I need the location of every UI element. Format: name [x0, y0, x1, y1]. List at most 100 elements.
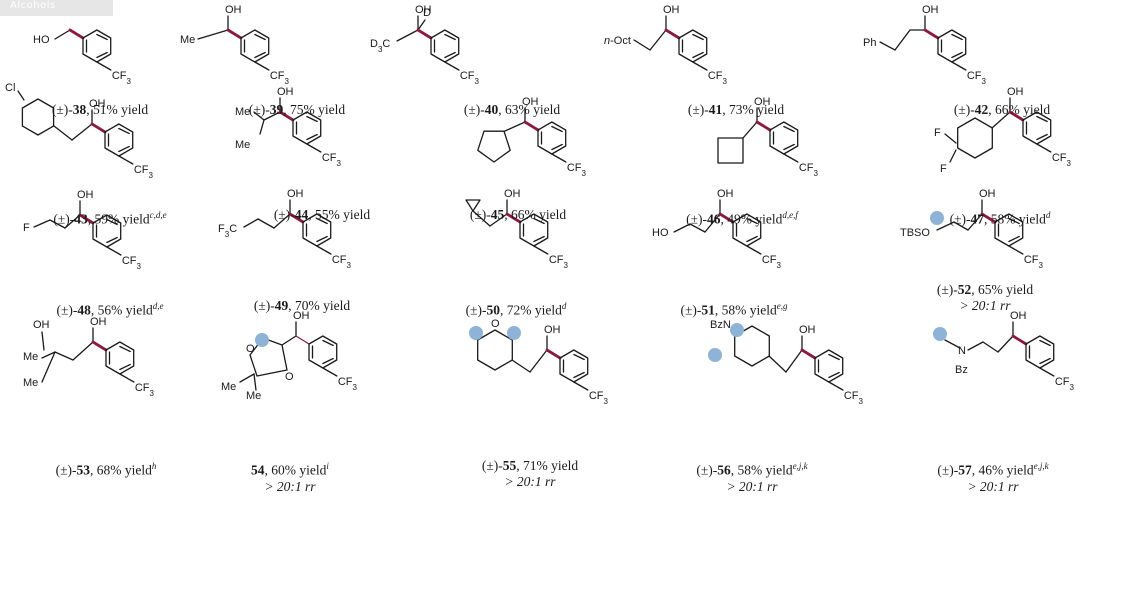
- functionalization-site-marker: [469, 326, 483, 340]
- aryl-ring: [732, 213, 762, 247]
- aryl-ring: [537, 121, 567, 155]
- highlighted-c-c-bond: [980, 212, 997, 224]
- bond: [489, 213, 508, 227]
- footnote-markers: d: [1045, 210, 1051, 220]
- bond-to-cf3: [1008, 245, 1024, 255]
- bond: [239, 373, 255, 383]
- bond: [243, 218, 259, 228]
- bond-to-cf3: [322, 367, 338, 377]
- hydroxyl-label: OH: [1010, 310, 1027, 322]
- bond: [417, 19, 426, 31]
- bond: [704, 213, 721, 233]
- cf3-label: CF3: [135, 382, 155, 398]
- regioselectivity-ratio: > 20:1 rr: [264, 478, 316, 494]
- compound-caption: (±)-41, 73% yield: [636, 102, 836, 118]
- fluoro-label: F: [940, 163, 947, 175]
- highlighted-c-c-bond: [91, 340, 108, 352]
- hydroxyl-label: OH: [90, 316, 107, 328]
- bond: [49, 219, 66, 229]
- compound-number: 50: [486, 302, 501, 318]
- compound-number: 49: [274, 298, 289, 313]
- bond-to-cf3: [96, 61, 112, 71]
- bond-to-cf3: [306, 143, 322, 153]
- racemic-prefix: (±)-: [680, 302, 702, 318]
- hydroxyl-label: OH: [415, 4, 432, 16]
- yield-text: , 60% yield: [264, 462, 327, 478]
- aromatic-double-bond: [444, 51, 456, 59]
- chloro-label: Cl: [5, 82, 15, 94]
- oxane-ring: [477, 329, 513, 371]
- methyl-label: Me: [23, 351, 38, 363]
- compound-number: 44: [294, 207, 309, 222]
- functionalization-site-marker: [933, 327, 947, 341]
- bond: [396, 29, 419, 42]
- aromatic-double-bond: [96, 33, 108, 41]
- aromatic-double-bond: [118, 127, 130, 135]
- aromatic-double-bond: [316, 217, 328, 225]
- aromatic-double-bond: [1008, 235, 1020, 243]
- bond: [41, 351, 56, 383]
- functionalization-site-marker: [255, 333, 269, 347]
- bond: [689, 223, 706, 233]
- racemic-prefix: (±)-: [937, 462, 959, 478]
- bond: [991, 111, 1011, 129]
- bond-to-cf3: [746, 245, 762, 255]
- yield-text: , 55% yield: [308, 207, 371, 222]
- tbso-label: TBSO: [900, 227, 930, 239]
- aromatic-double-bond: [951, 33, 963, 41]
- bond-to-cf3: [692, 61, 708, 71]
- footnote-markers: h: [151, 461, 157, 471]
- footnote-markers: d,e: [152, 301, 164, 311]
- compound-caption: (±)-48, 56% yieldd,e: [10, 298, 210, 319]
- bond: [879, 41, 896, 51]
- compound-number: 39: [269, 102, 284, 117]
- bond: [53, 125, 73, 141]
- compound-number: 42: [974, 102, 989, 117]
- regioselectivity-ratio: > 20:1 rr: [967, 478, 1019, 494]
- aryl-ring: [105, 341, 135, 375]
- bond: [273, 213, 291, 229]
- aryl-ring: [559, 349, 589, 383]
- footnote-markers: e,j,k: [792, 461, 808, 471]
- footnote-markers: i: [326, 461, 329, 471]
- racemic-prefix: (±)-: [936, 282, 958, 297]
- regioselectivity-ratio: > 20:1 rr: [959, 298, 1011, 313]
- cyclopropyl-ring: [465, 199, 481, 212]
- dioxolane-oxygen-label: O: [246, 343, 255, 355]
- footnote-markers: e,g: [776, 301, 788, 311]
- aryl-ring: [308, 335, 338, 369]
- aromatic-double-bond: [533, 235, 545, 243]
- yield-text: , 59% yield: [87, 211, 150, 227]
- bond: [936, 221, 955, 231]
- yield-text: , 58% yield: [714, 302, 777, 318]
- yield-text: , 66% yield: [504, 207, 567, 222]
- yield-text: , 73% yield: [722, 102, 785, 117]
- aromatic-double-bond: [306, 133, 318, 141]
- bond: [504, 121, 526, 132]
- yield-text: , 72% yield: [500, 302, 562, 318]
- bond: [742, 121, 758, 139]
- cf3-label: CF3: [338, 376, 358, 392]
- compound-caption: (±)-53, 68% yieldh: [6, 458, 206, 479]
- aryl-ring: [292, 111, 322, 145]
- aryl-ring: [1025, 335, 1055, 369]
- highlighted-c-c-bond: [545, 348, 562, 360]
- compound-caption: (±)-46, 49% yieldd,e,f: [642, 207, 842, 228]
- cf3-label: CF3: [567, 162, 587, 178]
- hydroxyl-label: OH: [922, 4, 939, 16]
- racemic-prefix: (±)-: [686, 211, 708, 227]
- bond: [949, 149, 957, 163]
- aromatic-double-bond: [951, 51, 963, 59]
- aryl-ring: [82, 29, 112, 63]
- aromatic-double-bond: [692, 51, 704, 59]
- racemic-prefix: (±)-: [55, 462, 77, 478]
- aromatic-double-bond: [533, 217, 545, 225]
- aromatic-double-bond: [306, 115, 318, 123]
- benzoyl-label: Bz: [955, 364, 968, 376]
- aryl-ring: [994, 213, 1024, 247]
- bond: [71, 123, 93, 141]
- footnote-markers: d: [561, 301, 567, 311]
- hydroxyl-label: OH: [1007, 86, 1024, 98]
- cyclobutyl-ring: [717, 137, 744, 164]
